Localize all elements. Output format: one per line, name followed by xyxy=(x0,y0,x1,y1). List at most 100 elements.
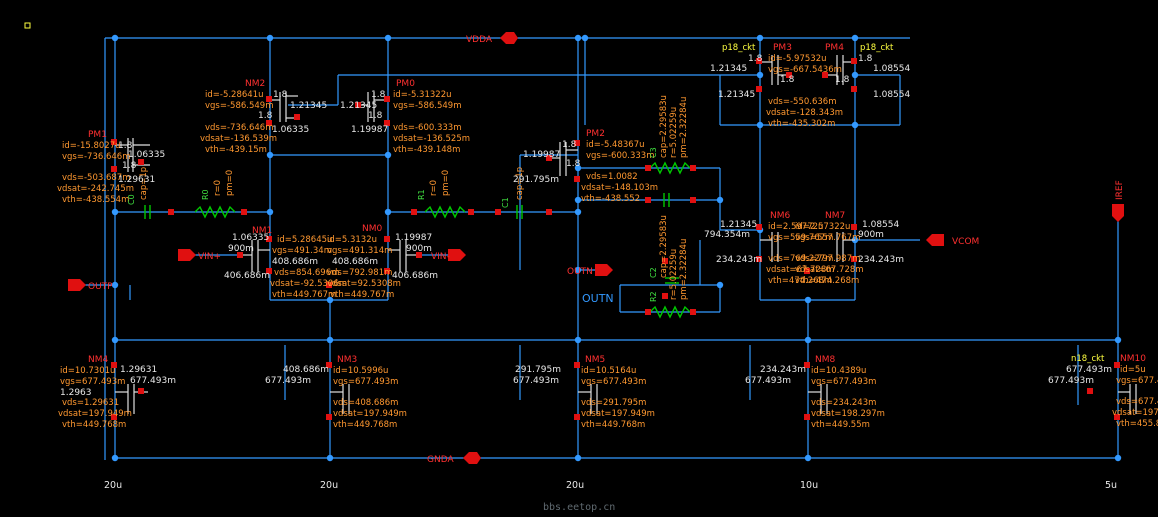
r2-resistor[interactable] xyxy=(649,305,691,319)
pm2-transistor[interactable] xyxy=(548,142,578,176)
vinp-port[interactable]: VIN+ xyxy=(178,249,221,262)
nm4-id: id=10.7301u xyxy=(60,366,115,376)
bias-current-5: 5u xyxy=(1105,480,1117,491)
c0-capacitor[interactable] xyxy=(144,205,151,219)
pm1-vds: vds=-503.687m xyxy=(62,173,130,183)
nm8-id: id=10.4389u xyxy=(811,366,866,376)
outp-port[interactable]: OUTP xyxy=(68,279,113,292)
r3-resistor[interactable] xyxy=(649,161,691,175)
nm0-vth: vth=449.767m xyxy=(330,290,394,300)
node-v-36: 677.493m xyxy=(1048,376,1094,386)
nm7-transistor[interactable] xyxy=(836,232,855,262)
r0-r: r=0 xyxy=(213,180,223,196)
nm6-vdsat: vdsat=67.728m xyxy=(766,265,835,275)
nm8-vds: vds=234.243m xyxy=(811,398,876,408)
pm3-vgs: vgs=-667.5436m xyxy=(768,65,842,75)
iref-port[interactable]: IREF xyxy=(1112,180,1125,222)
nm8-vdsat: vdsat=198.297m xyxy=(811,409,885,419)
node-v-19: 1.06335 xyxy=(232,233,269,243)
node-v-34: 677.493m xyxy=(745,376,791,386)
vinn-label: VIN- xyxy=(431,252,450,262)
nm5-vgs: vgs=677.493m xyxy=(581,377,646,387)
pm1-vgs: vgs=-736.646m xyxy=(62,152,130,162)
pm4-name: PM4 xyxy=(825,43,844,53)
gnda-port[interactable]: GNDA xyxy=(427,452,481,465)
pm0-vds: vds=-600.333m xyxy=(393,123,461,133)
nm8-vth: vth=449.55m xyxy=(811,420,870,430)
node-v-31: 291.795m xyxy=(515,365,561,375)
iref-label: IREF xyxy=(1115,180,1125,200)
vdda-port[interactable]: VDDA xyxy=(466,32,518,45)
r1-r: r=0 xyxy=(429,180,439,196)
bias-current-1: 20u xyxy=(104,480,122,491)
node-v-14: 1.08554 xyxy=(862,220,899,230)
c3-capacitor[interactable] xyxy=(663,193,670,207)
pm0-vgs: vgs=-586.549m xyxy=(393,101,461,111)
node-v-16: 900m xyxy=(858,230,884,240)
nm6-vth: vth=474.268m xyxy=(768,276,832,286)
nm6-id: id=2.59772u xyxy=(768,222,823,232)
nm1-vdsat: vdsat=-92.5306m xyxy=(270,279,347,289)
r1-pm: pm=0 xyxy=(441,170,451,196)
nm3-id: id=10.5996u xyxy=(333,366,388,376)
nm2-name: NM2 xyxy=(245,79,265,89)
r0-resistor[interactable] xyxy=(194,205,236,219)
node-v-7: 1.19987 xyxy=(523,150,560,160)
nm2-vgs: vgs=-586.549m xyxy=(205,101,273,111)
pm1-vth: vth=-438.554m xyxy=(62,195,129,205)
node-v-30: 677.493m xyxy=(265,376,311,386)
nm10-transistor[interactable] xyxy=(1118,384,1137,414)
nm5-transistor[interactable] xyxy=(578,384,598,414)
node-v-5: 1.06335 xyxy=(128,150,165,160)
node-v-21: 900m xyxy=(228,244,254,254)
nm3-transistor[interactable] xyxy=(330,384,350,414)
vinn-port[interactable]: VIN- xyxy=(431,249,466,262)
pm1-fing2: 1.8 xyxy=(122,161,137,171)
nm8-vgs: vgs=677.493m xyxy=(811,377,876,387)
r1-name: R1 xyxy=(417,189,426,200)
nm1-vds: vds=854.696m xyxy=(274,268,339,278)
outn-port[interactable]: OUTN xyxy=(567,264,613,277)
node-v-3: 1.06335 xyxy=(272,125,309,135)
nm7-vds: vds=797.987m xyxy=(795,254,860,264)
nm6-transistor[interactable] xyxy=(760,232,779,262)
c0-name: C0 xyxy=(127,194,136,205)
c1-name: C1 xyxy=(501,197,510,208)
nm3-vds: vds=408.686m xyxy=(333,398,398,408)
node-v-20: 1.19987 xyxy=(395,233,432,243)
nm8-transistor[interactable] xyxy=(808,384,828,414)
nm1-vth: vth=449.767m xyxy=(272,290,336,300)
nm7-vdsat: vdsat=67.728m xyxy=(795,265,864,275)
junction-dots xyxy=(111,34,1122,462)
nm1-vgs: vgs=491.34m xyxy=(272,246,332,256)
node-v-13: 1.21345 xyxy=(720,220,757,230)
node-v-27: 1.29631 xyxy=(120,365,157,375)
node-v-25: 406.686m xyxy=(224,271,270,281)
nm3-vgs: vgs=677.493m xyxy=(333,377,398,387)
nm0-transistor[interactable] xyxy=(388,240,420,272)
outn-wire-label: OUTN xyxy=(582,292,614,305)
nm4-name: NM4 xyxy=(88,355,108,365)
pm2-vgs: vgs=-600.333m xyxy=(586,151,654,161)
pin-markers xyxy=(111,58,1120,420)
pm1-transistor[interactable] xyxy=(115,138,150,172)
pm4-cell: p18_ckt xyxy=(860,43,894,53)
pm4-fing: 1.8 xyxy=(858,54,873,64)
nm2-vth: vth=-439.15m xyxy=(205,145,267,155)
pm2-vth: vth=-438.552 xyxy=(581,194,640,204)
r2-name: R2 xyxy=(649,291,658,302)
node-v-26: 406.686m xyxy=(392,271,438,281)
nm0-vdsat: vdsat=92.5308m xyxy=(327,279,401,289)
nm2-id: id=-5.28641u xyxy=(205,90,263,100)
r1-resistor[interactable] xyxy=(424,205,466,219)
pm3-id: id=-5.97532u xyxy=(768,54,826,64)
node-v-29: 408.686m xyxy=(283,365,329,375)
vcom-port[interactable]: VCOM xyxy=(926,234,979,247)
nm6-vds: vds=769.227m xyxy=(768,254,833,264)
c1-capacitor[interactable] xyxy=(516,205,523,219)
nm6-vgs: vgs=559.767m xyxy=(768,233,833,243)
nm0-vgs: vgs=491.314m xyxy=(327,246,392,256)
node-v-10: 1.08554 xyxy=(873,64,910,74)
c2-capacitor[interactable] xyxy=(665,277,679,284)
